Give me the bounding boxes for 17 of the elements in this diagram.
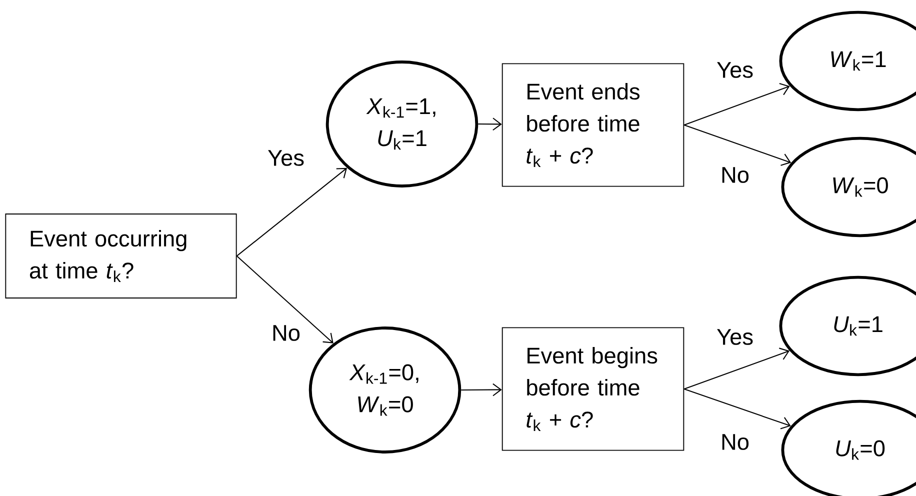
edge-label: No <box>270 324 302 342</box>
edge-label: Yes <box>266 148 306 168</box>
arrow <box>684 83 790 126</box>
arrow <box>236 256 334 344</box>
question-box: Event ends before time t$_{k}$ + c? <box>502 63 684 187</box>
edge-label: No <box>719 432 751 452</box>
arrow <box>236 168 348 256</box>
arrow <box>684 348 790 390</box>
arrow <box>478 118 502 131</box>
arrow <box>461 383 502 396</box>
arrow <box>684 388 791 430</box>
edge-label: Yes <box>715 328 755 346</box>
arrow <box>684 124 792 166</box>
question-box: Event occurring at time t$_{k}$? <box>5 214 237 298</box>
edge-label: Yes <box>715 60 755 80</box>
question-box: Event begins before time t$_{k}$ + c? <box>502 327 684 451</box>
edge-label: No <box>719 166 751 184</box>
